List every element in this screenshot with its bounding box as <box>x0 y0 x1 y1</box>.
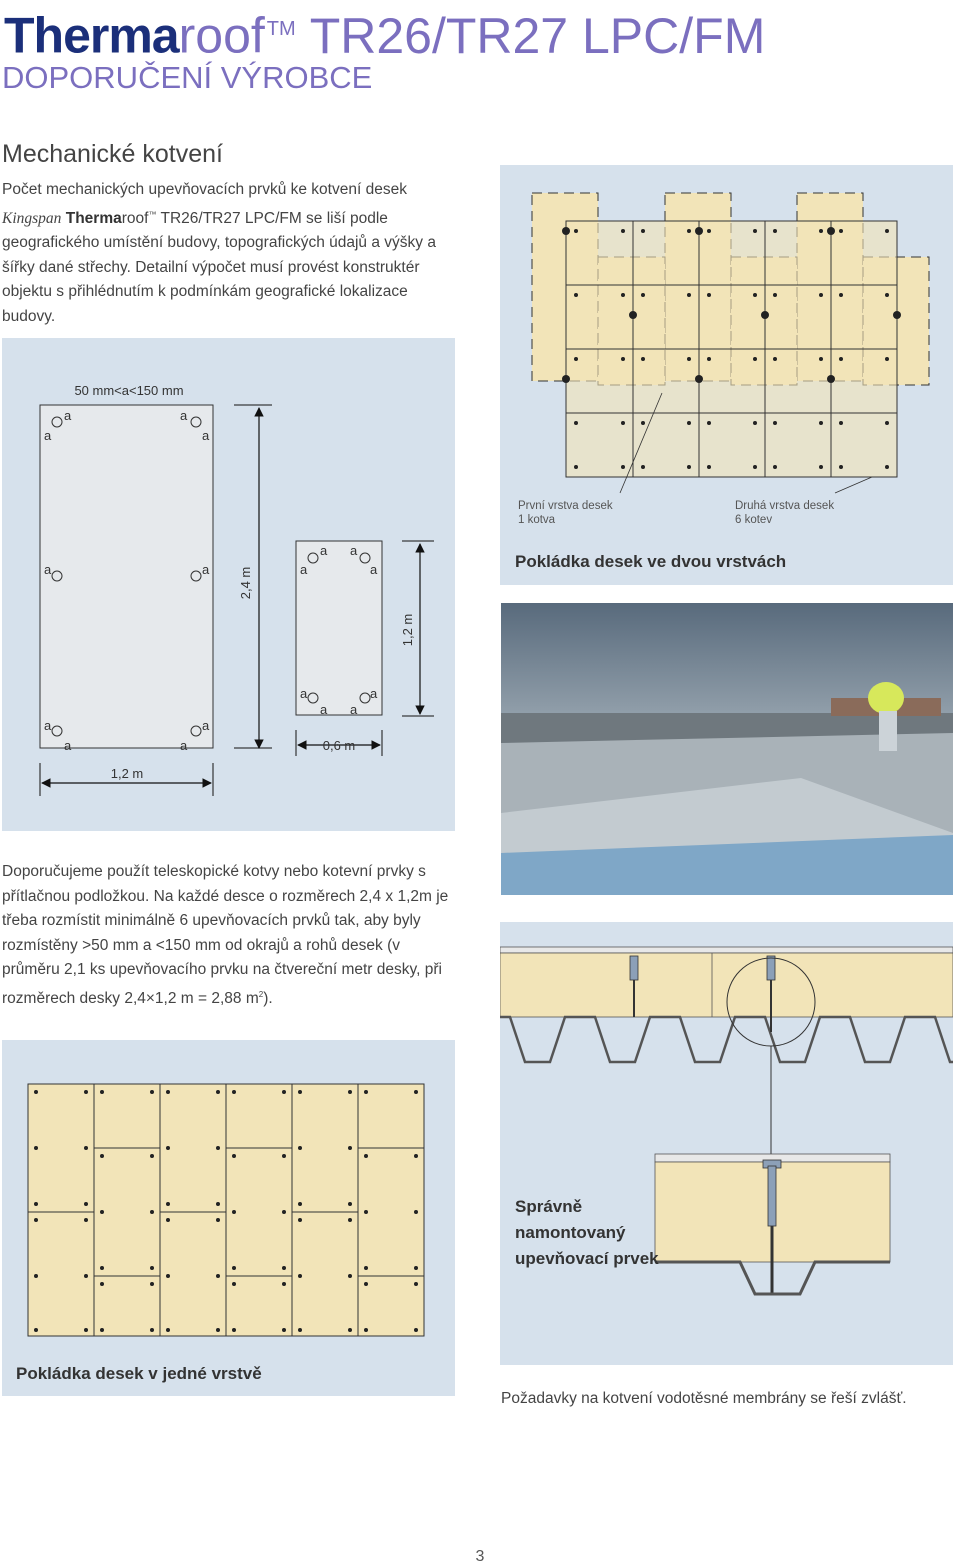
anchor-label: a <box>370 562 378 577</box>
recommendation-superscript: 2 <box>258 989 264 999</box>
second-layer-line2: 6 kotev <box>735 514 773 526</box>
recommendation-text-end: ). <box>263 989 273 1007</box>
fastener-caption: Správně namontovaný upevňovací prvek <box>515 1194 659 1272</box>
fastener-caption-line1: Správně <box>515 1197 583 1216</box>
brand-therma: Therma <box>4 7 180 64</box>
anchor-label: a <box>320 543 328 558</box>
two-layer-panel: První vrstva desek 1 kotva Druhá vrstva … <box>500 165 953 585</box>
anchor-label: a <box>320 702 328 717</box>
anchor-label: a <box>44 562 52 577</box>
brand-roof: roof <box>178 7 265 64</box>
page-subtitle: DOPORUČENÍ VÝROBCE <box>2 60 373 95</box>
two-layer-diagram <box>531 192 930 494</box>
anchor-label: a <box>202 718 210 733</box>
intro-text-2: geografického umístění budovy, topografi… <box>2 234 436 325</box>
second-layer-line1: Druhá vrstva desek <box>735 500 835 512</box>
roof-photo-illustration <box>501 682 953 895</box>
intro-text-1: Počet mechanických upevňovacích prvků ke… <box>2 181 407 198</box>
product-code: TR26/TR27 LPC/FM <box>309 7 766 64</box>
first-layer-label: První vrstva desek 1 kotva <box>518 499 613 527</box>
anchor-label: a <box>44 718 52 733</box>
anchor-label: a <box>64 408 72 423</box>
range-label: 50 mm<a<150 mm <box>74 383 183 398</box>
section-heading: Mechanické kotvení <box>2 140 223 168</box>
anchor-label: a <box>300 686 308 701</box>
dim-0-6: 0,6 m <box>323 738 356 753</box>
recommendation-paragraph: Doporučujeme použít teleskopické kotvy n… <box>2 860 452 1011</box>
dim-1-2-vertical: 1,2 m <box>400 614 415 647</box>
intro-tm: ™ <box>148 209 157 219</box>
anchor-label: a <box>180 408 188 423</box>
anchor-label: a <box>44 428 52 443</box>
intro-product: TR26/TR27 LPC/FM se liší podle <box>156 209 388 227</box>
anchor-label: a <box>300 562 308 577</box>
intro-brand-bold: Therma <box>65 209 122 227</box>
single-layer-panel: Pokládka desek v jedné vrstvě <box>2 1040 455 1396</box>
anchors-big-board <box>51 416 202 737</box>
trademark: TM <box>266 18 296 40</box>
intro-paragraph: Počet mechanických upevňovacích prvků ke… <box>2 178 442 329</box>
roof-photo <box>501 603 953 895</box>
anchor-label: a <box>350 543 358 558</box>
dim-1-2-horizontal: 1,2 m <box>111 766 144 781</box>
membrane-note: Požadavky na kotvení vodotěsné membrány … <box>501 1390 907 1407</box>
fastener-caption-line2: namontovaný <box>515 1223 626 1242</box>
dim-2-4: 2,4 m <box>238 567 253 600</box>
anchor-label: a <box>202 428 210 443</box>
single-layer-diagram <box>27 1083 425 1337</box>
fastener-caption-line3: upevňovací prvek <box>515 1249 659 1268</box>
single-layer-caption: Pokládka desek v jedné vrstvě <box>16 1364 262 1383</box>
fastener-panel: Správně namontovaný upevňovací prvek <box>499 922 954 1365</box>
second-layer-label: Druhá vrstva desek 6 kotev <box>735 499 834 527</box>
anchor-label: a <box>350 702 358 717</box>
intro-kingspan: Kingspan <box>2 209 62 227</box>
anchors-small-board <box>307 552 371 704</box>
fastener-diagram <box>499 946 954 1296</box>
anchor-label: a <box>370 686 378 701</box>
anchor-label: a <box>180 738 188 753</box>
intro-brand-light: roof <box>121 209 149 227</box>
anchor-label: a <box>202 562 210 577</box>
first-layer-line2: 1 kotva <box>518 514 556 526</box>
first-layer-line1: První vrstva desek <box>518 500 613 512</box>
recommendation-text: Doporučujeme použít teleskopické kotvy n… <box>2 863 449 1007</box>
page-number: 3 <box>475 1548 485 1565</box>
two-layer-caption: Pokládka desek ve dvou vrstvách <box>515 552 787 571</box>
anchor-label: a <box>64 738 72 753</box>
